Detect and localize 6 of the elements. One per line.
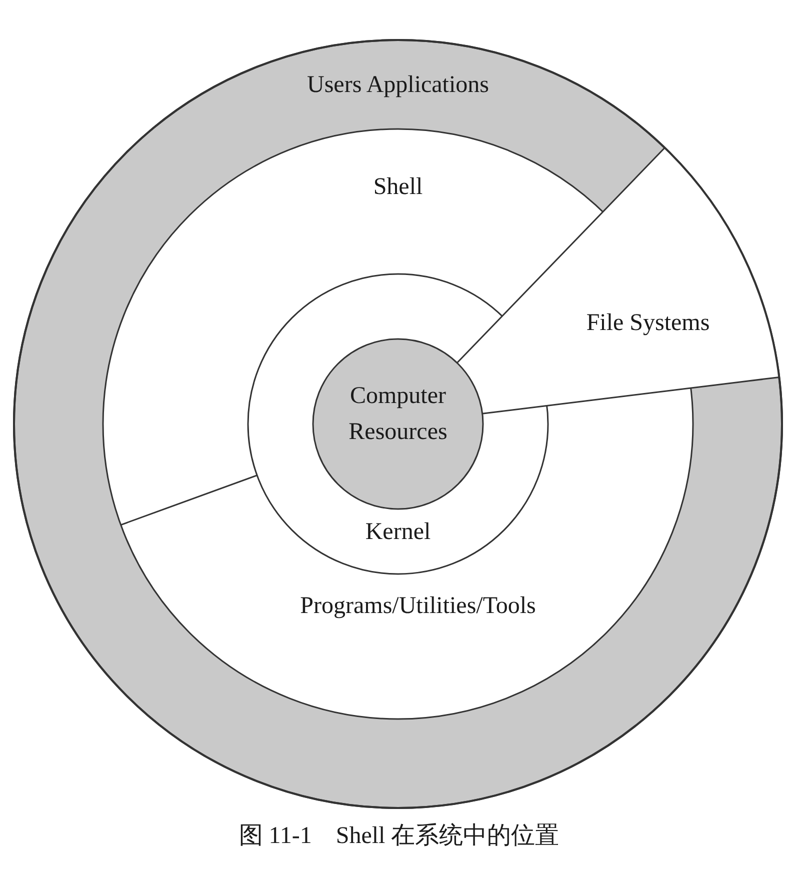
region-label: Users Applications bbox=[268, 67, 528, 103]
region-label: Shell bbox=[338, 169, 458, 205]
region-label: Programs/Utilities/Tools bbox=[258, 588, 578, 624]
figure-caption: 图 11-1 Shell 在系统中的位置 bbox=[238, 822, 560, 851]
region-label: File Systems bbox=[558, 305, 738, 341]
region-label: Kernel bbox=[338, 514, 458, 550]
